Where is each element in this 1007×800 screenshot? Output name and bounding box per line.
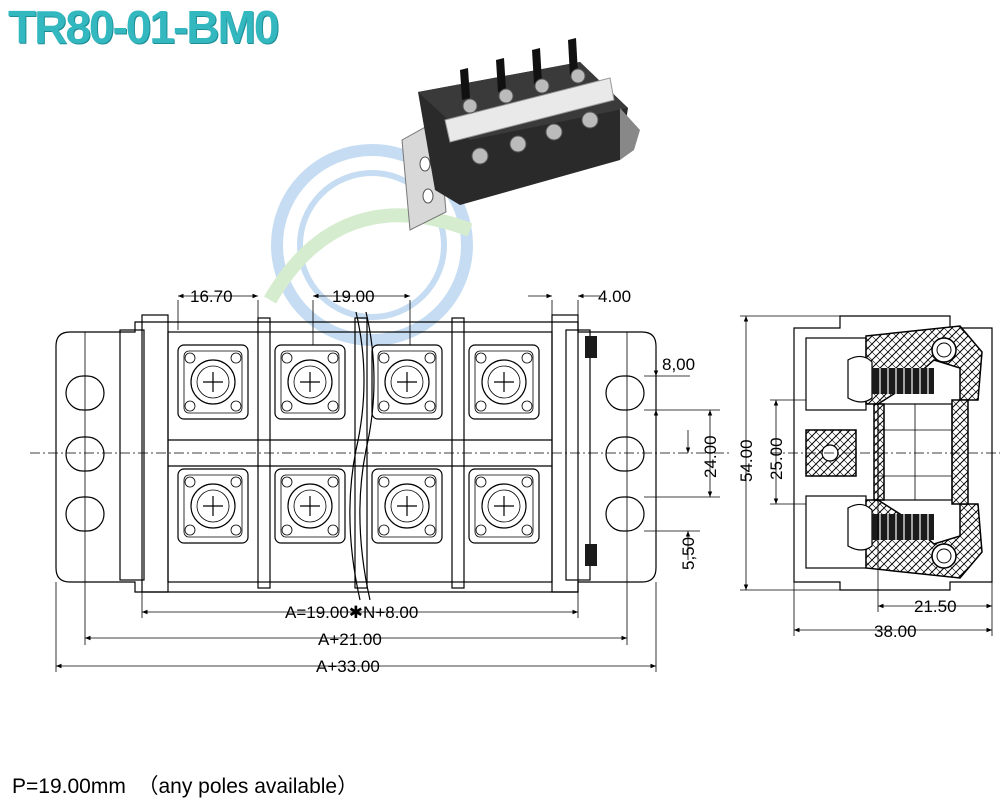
dim-top-right: 4.00 [598, 287, 631, 306]
dim-side-bottom-2: 38.00 [874, 622, 917, 641]
dim-side-inner: 25.00 [767, 437, 786, 480]
terminal-row-bottom [177, 468, 540, 544]
dim-bottom-2: A+21.00 [318, 630, 382, 649]
watermark-logo [263, 144, 473, 346]
dim-right-2: 24.00 [701, 435, 720, 478]
dim-bottom-3: A+33.00 [316, 657, 380, 676]
dim-right-1: 8,00 [662, 355, 695, 374]
dim-right-3: 5,50 [679, 537, 698, 570]
dim-bottom-1: A=19.00✱N+8.00 [285, 603, 418, 622]
dim-side-height: 54.00 [737, 439, 756, 482]
side-view: 54.00 25.00 21.50 38.00 [737, 315, 1000, 641]
part-number-title: TR80-01-BM0 [8, 1, 279, 53]
dim-top-pitch: 19.00 [332, 287, 375, 306]
dim-side-bottom-1: 21.50 [914, 597, 957, 616]
product-photo [401, 38, 640, 231]
pitch-note: P=19.00mm （any poles available） [12, 775, 359, 798]
front-view: 16.70 19.00 4.00 8,00 24.00 5,50 A=19.00… [30, 287, 730, 676]
dim-top-left: 16.70 [190, 287, 233, 306]
terminal-row-top [177, 344, 540, 420]
